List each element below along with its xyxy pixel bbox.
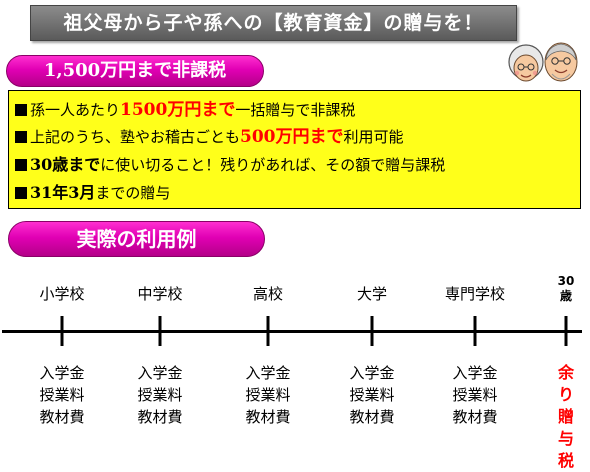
section-label-example: 実際の利用例 [8,221,265,257]
cost-item: 授業料 [137,386,183,404]
info-line-4: 31年3月までの贈与 [15,179,580,207]
cost-item: 教材費 [349,408,395,426]
bullet-square-icon [15,104,27,116]
cost-item: 入学金 [39,364,85,382]
cost-item: 授業料 [349,386,395,404]
timeline-tick [266,316,270,346]
info-line-2-pre: 上記のうち、塾やお稽古ごとも [30,128,241,146]
info-line-2-emphasis: 500万円まで [240,127,344,147]
costs-university: 入学金 授業料 教材費 [349,362,394,428]
info-line-4-emphasis: 31年3月 [30,183,96,202]
cost-item: 授業料 [452,386,498,404]
bullet-square-icon [15,187,27,199]
info-line-3-post: に使い切ること！残りがあれば、その額で贈与課税 [100,156,446,174]
grandmother-icon [508,44,544,82]
stage-age-30-number: 30 [557,274,575,288]
info-line-2-post: 利用可能 [343,128,404,146]
stage-age-30: 30 歳 [558,274,575,304]
cost-item: 入学金 [452,364,498,382]
info-line-2: 上記のうち、塾やお稽古ごとも500万円まで利用可能 [15,124,580,151]
info-line-1-pre: 孫一人あたり [30,101,121,119]
timeline-tick [564,316,568,346]
info-line-3-emphasis: 30歳まで [30,155,101,174]
timeline-tick [370,316,374,346]
info-line-4-post: までの贈与 [95,184,171,202]
cost-item: 教材費 [39,408,85,426]
timeline-tick [473,316,477,346]
info-line-1: 孫一人あたり1500万円まで一括贈与で非課税 [15,97,580,124]
cost-item: 教材費 [245,408,291,426]
final-cost-item: 税 [557,451,574,470]
stage-high-school: 高校 [252,285,284,303]
cost-item: 入学金 [245,364,291,382]
stage-age-30-unit: 歳 [559,289,573,303]
grandparents-illustration [508,42,578,82]
timeline-axis [2,330,582,333]
info-line-1-emphasis: 1500万円まで [120,100,236,120]
final-cost-item: 贈与 [557,407,574,448]
costs-elementary: 入学金 授業料 教材費 [39,362,84,428]
info-line-3: 30歳までに使い切ること！残りがあれば、その額で贈与課税 [15,151,580,179]
stage-junior-high: 中学校 [137,285,183,303]
section-label-tax-free-text: 1,500万円まで非課税 [43,60,227,81]
grandfather-icon [544,42,578,82]
stage-vocational: 専門学校 [444,285,506,303]
cost-item: 入学金 [349,364,395,382]
tax-info-box: 孫一人あたり1500万円まで一括贈与で非課税 上記のうち、塾やお稽古ごとも500… [8,90,581,209]
cost-item: 入学金 [137,364,183,382]
final-cost-item: 余り [557,363,574,404]
timeline-tick [158,316,162,346]
cost-item: 授業料 [245,386,291,404]
bullet-square-icon [15,159,27,171]
costs-junior-high: 入学金 授業料 教材費 [137,362,182,428]
section-label-tax-free: 1,500万円まで非課税 [6,55,264,87]
info-line-1-post: 一括贈与で非課税 [235,101,356,119]
costs-age-30: 余り 贈与 税 [554,362,578,472]
timeline-tick [60,316,64,346]
stage-university: 大学 [356,285,388,303]
cost-item: 教材費 [137,408,183,426]
cost-item: 教材費 [452,408,498,426]
stage-elementary: 小学校 [39,285,85,303]
costs-vocational: 入学金 授業料 教材費 [452,362,497,428]
bullet-square-icon [15,131,27,143]
costs-high-school: 入学金 授業料 教材費 [245,362,290,428]
page-title: 祖父母から子や孫への【教育資金】の贈与を！ [30,5,517,41]
cost-item: 授業料 [39,386,85,404]
